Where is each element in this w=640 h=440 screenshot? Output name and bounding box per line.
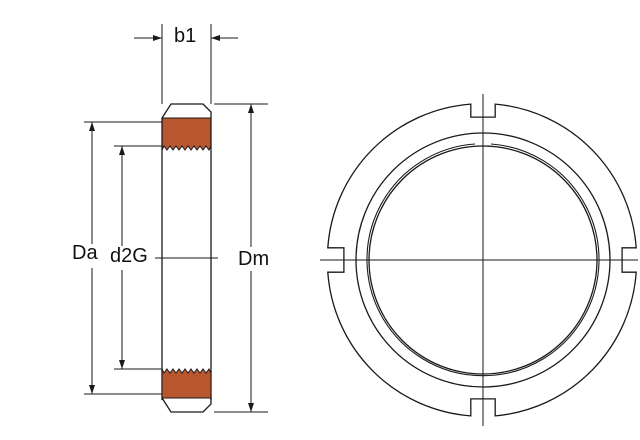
top-chamfer-outline <box>161 103 212 119</box>
bottom-section <box>161 368 212 413</box>
dm-label: Dm <box>238 248 269 270</box>
d2g-label-bg <box>108 246 154 270</box>
dm-arrow-bottom <box>248 403 254 412</box>
outer-ring-with-slots <box>327 103 637 417</box>
da-arrow-top <box>89 122 95 131</box>
bottom-chamfer-outline <box>161 397 212 413</box>
d2g-arrow-top <box>119 146 125 155</box>
bottom-thread-section <box>161 368 212 399</box>
side-view <box>155 103 218 413</box>
d2g-label: d2G <box>110 245 148 267</box>
d2g-arrow-bottom <box>119 360 125 369</box>
dimensions <box>84 24 268 413</box>
dm-label-bg <box>236 247 278 271</box>
b1-dimension <box>134 24 238 104</box>
da-label-bg <box>70 244 104 268</box>
b1-label: b1 <box>174 25 196 47</box>
front-view <box>320 94 638 426</box>
top-section <box>161 103 212 151</box>
top-thread-section <box>161 117 212 151</box>
b1-arrow-left <box>153 35 162 41</box>
dm-arrow-top <box>248 104 254 113</box>
da-arrow-bottom <box>89 385 95 394</box>
da-label: Da <box>72 242 98 264</box>
b1-arrow-right <box>211 35 220 41</box>
